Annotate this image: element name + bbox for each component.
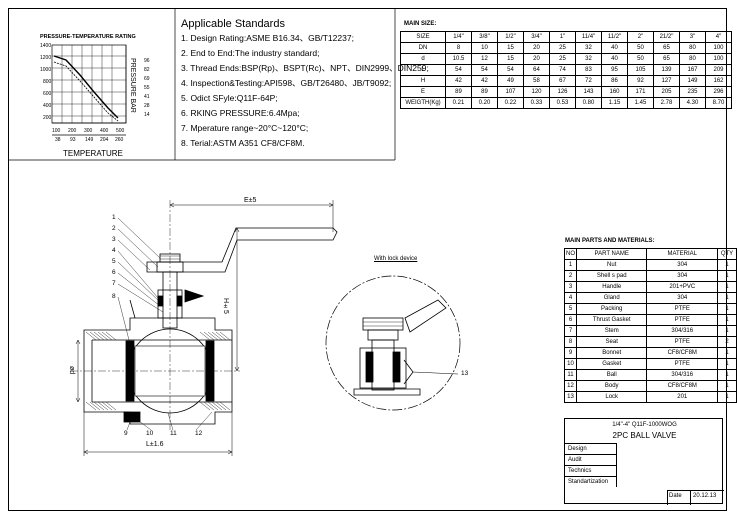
pt-x-tick-c: 93	[70, 137, 76, 143]
date-value: 20.12.13	[693, 493, 717, 499]
pt-right-tick: 28	[144, 103, 150, 109]
dimension-d-label: ød	[68, 366, 75, 375]
size-table-title: MAIN SIZE:	[404, 21, 437, 27]
size-cell: 8.70	[705, 97, 732, 109]
pt-chart-xlabel: TEMPERATURE	[63, 149, 123, 158]
pt-y-tick: 1400	[40, 43, 52, 49]
pt-y-tick: 600	[43, 91, 52, 97]
leader-number: 7	[112, 280, 116, 287]
standard-item: 2. End to End:The industry standard;	[181, 48, 320, 58]
part-qty: 2	[717, 336, 737, 348]
pt-x-tick-f: 200	[68, 128, 77, 134]
pt-y-tick: 200	[43, 115, 52, 121]
pt-right-tick: 96	[144, 58, 150, 64]
title-block-technics: Technics	[565, 465, 617, 476]
pt-y-tick: 1000	[40, 67, 52, 73]
dimension-e-label: E±5	[244, 197, 257, 204]
pt-right-tick: 41	[144, 94, 150, 100]
standard-item: 8. Terial:ASTM A351 CF8/CF8M.	[181, 138, 305, 148]
pt-x-tick-c: 204	[100, 137, 109, 143]
pt-x-tick-c: 38	[55, 137, 61, 143]
date-separator	[690, 490, 691, 505]
part-number: 13	[564, 391, 577, 403]
title-block-design: Design	[565, 443, 617, 454]
pt-x-tick-f: 400	[100, 128, 109, 134]
part-qty: 1	[717, 391, 737, 403]
pt-x-tick-c: 149	[85, 137, 94, 143]
standard-item: 4. Inspection&Testing:API598、GB/T26480、J…	[181, 78, 392, 88]
pt-x-tick-f: 500	[116, 128, 125, 134]
lock-leader-number: 13	[461, 370, 469, 377]
title-block-standartization: Standartization	[565, 476, 617, 487]
part-name: Lock	[575, 391, 648, 403]
standard-item: 7. Mperature range~20°C~120°C;	[181, 123, 309, 133]
leader-lines	[117, 217, 213, 431]
size-cell: 100	[705, 53, 732, 65]
leader-number: 4	[112, 247, 116, 254]
pt-y-tick: 400	[43, 103, 52, 109]
valve-section	[70, 200, 338, 430]
pt-x-tick-c: 260	[115, 137, 124, 143]
leader-number: 2	[112, 225, 116, 232]
size-cell: 0.33	[523, 97, 550, 109]
pt-right-tick: 82	[144, 67, 150, 73]
standard-item: 1. Design Rating:ASME B16.34、GB/T12237;	[181, 33, 354, 43]
pt-rating-curve	[53, 55, 119, 119]
pt-chart-ylabel: PRESSURE BAR	[129, 58, 136, 113]
leader-number: 1	[112, 214, 116, 221]
pt-chart-title: PRESSURE-TEMPERATURE RATING	[40, 34, 136, 40]
standard-item: 3. Thread Ends:BSP(Rp)、BSPT(Rc)、NPT、DIN2…	[181, 63, 429, 73]
pt-y-tick: 800	[43, 79, 52, 85]
leader-number: 8	[112, 293, 116, 300]
standard-item: 5. Odict SFyle:Q11F-64P;	[181, 93, 278, 103]
leader-number: 3	[112, 236, 116, 243]
pt-right-tick: 69	[144, 76, 150, 82]
leader-number: 9	[124, 430, 128, 437]
model-name: 2PC BALL VALVE	[612, 431, 677, 440]
pt-right-tick: 14	[144, 112, 150, 118]
dimension-lines	[75, 200, 334, 456]
title-block: 1/4"-4" Q11F-1000WOG 2PC BALL VALVE Desi…	[564, 418, 724, 505]
model-line: 1/4"-4" Q11F-1000WOG	[612, 422, 677, 428]
pt-x-tick-f: 300	[84, 128, 93, 134]
lock-detail	[325, 275, 461, 411]
date-box	[667, 490, 724, 505]
part-name: Bonnet	[575, 347, 648, 359]
pt-chart-grid	[51, 44, 127, 136]
pt-rating-curve-2	[53, 61, 119, 122]
parts-table-title: MAIN PARTS AND MATERIALS:	[565, 238, 655, 244]
title-block-audit: Audit	[565, 454, 617, 465]
leader-number: 10	[146, 430, 154, 437]
dimension-l-label: L±1.6	[146, 441, 164, 448]
pt-right-tick: 55	[144, 85, 150, 91]
pt-x-tick-f: 100	[52, 128, 61, 134]
dimension-h-label: H±5	[222, 298, 229, 314]
standard-item: 6. RKING PRESSURE:6.4Mpa;	[181, 108, 300, 118]
standards-title: Applicable Standards	[181, 18, 285, 30]
part-qty: 1	[717, 325, 737, 337]
size-cell: 0.80	[575, 97, 602, 109]
pt-y-tick: 1200	[40, 55, 52, 61]
leader-number: 11	[170, 430, 177, 437]
size-cell: 0.22	[497, 97, 524, 109]
leader-number: 12	[195, 430, 203, 437]
leader-number: 6	[112, 269, 116, 276]
leader-number: 5	[112, 258, 116, 265]
date-label: Date	[669, 493, 682, 499]
lock-device-caption: With lock device	[374, 256, 418, 262]
